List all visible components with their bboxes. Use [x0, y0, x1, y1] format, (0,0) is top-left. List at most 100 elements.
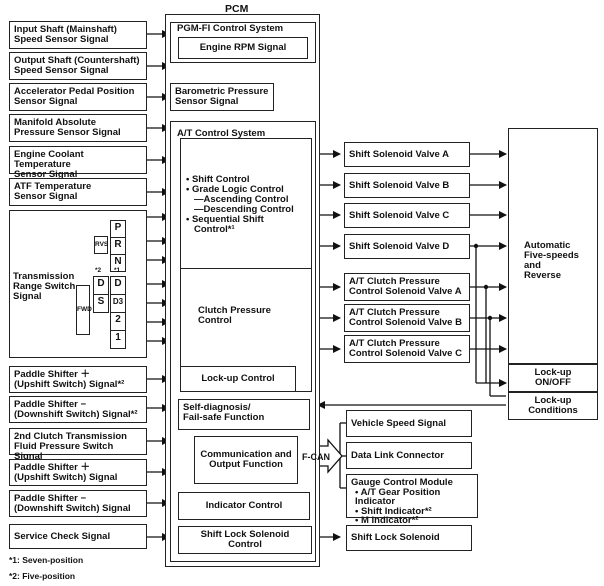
trs-label-line: Transmission [13, 271, 75, 282]
auto-trans-label: Automatic Five-speeds and Reverse [524, 241, 579, 281]
clutch-solenoid-a: A/T Clutch Pressure Control Solenoid Val… [344, 273, 470, 301]
service-check-signal: Service Check Signal [9, 524, 147, 549]
input-label-line1: Accelerator Pedal Position [14, 86, 135, 97]
gauge-control-box: Gauge Control Module • A/T Gear Position… [346, 474, 478, 525]
rvs-switch: RVS [94, 236, 108, 254]
accelerator-pedal-sensor: Accelerator Pedal Position Sensor Signal [9, 83, 147, 111]
engine-rpm-box: Engine RPM Signal [178, 37, 308, 59]
note-mark-2: *2 [95, 267, 102, 274]
comm-line: Communication and [200, 449, 292, 460]
input-shaft-sensor: Input Shaft (Mainshaft) Speed Sensor Sig… [9, 21, 147, 49]
gauge-line: • M Indicator*² [355, 515, 419, 526]
shift-control-outer [180, 138, 312, 392]
pos-d-five: D [93, 276, 109, 295]
output-shaft-sensor: Output Shaft (Countershaft) Speed Sensor… [9, 52, 147, 80]
auto-trans-line: Reverse [524, 270, 561, 281]
gauge-line: Gauge Control Module [351, 477, 453, 488]
baro-box: Barometric Pressure Sensor Signal [170, 83, 274, 111]
comm-line: Output Function [209, 459, 283, 470]
atf-temp-sensor: ATF Temperature Sensor Signal [9, 178, 147, 206]
shift-solenoid-a: Shift Solenoid Valve A [344, 142, 470, 167]
gauge-line: • Shift Indicator*² [355, 505, 432, 517]
input-label-line2: Pressure Sensor Signal [14, 127, 121, 138]
shift-control-item: • Shift Control [186, 174, 250, 185]
auto-trans-box [508, 128, 598, 364]
shift-control-item: • Sequential Shift [186, 214, 264, 225]
input-label-line2: (Upshift Switch) Signal*² [14, 379, 125, 390]
auto-trans-line: and [524, 260, 541, 271]
input-label-line2: Speed Sensor Signal [14, 65, 109, 76]
input-label-line1: Engine Coolant Temperature [14, 149, 84, 170]
footnote-2: *2: Five-position [9, 571, 76, 581]
clutch-pressure-line: Clutch Pressure [198, 305, 271, 316]
input-label-line2: Sensor Signal [14, 191, 78, 202]
input-label-line1: Paddle Shifter ＋ [14, 369, 91, 380]
input-label-line1: Input Shaft (Mainshaft) [14, 24, 117, 35]
input-label-line1: Paddle Shifter ＋ [14, 462, 91, 473]
paddle-down-sw-5pos: Paddle Shifter − (Downshift Switch) Sign… [9, 396, 147, 423]
baro-line: Sensor Signal [175, 96, 239, 107]
vehicle-speed-box: Vehicle Speed Signal [346, 410, 472, 437]
pos-p: P [110, 220, 126, 238]
shift-control-item: —Ascending Control [194, 194, 289, 205]
dlc-box: Data Link Connector [346, 442, 472, 469]
lockup-line: Lock-up [534, 395, 572, 406]
solenoid-line: Control Solenoid Valve C [349, 348, 462, 359]
shift-solenoid-d: Shift Solenoid Valve D [344, 234, 470, 259]
clutch-pressure-switch: 2nd Clutch Transmission Fluid Pressure S… [9, 428, 147, 462]
input-label-line2: Speed Sensor Signal [14, 34, 109, 45]
auto-trans-line: Automatic [524, 240, 571, 251]
solenoid-line: A/T Clutch Pressure [349, 307, 440, 318]
shift-control-item: —Descending Control [194, 204, 294, 215]
pos-n: N [110, 254, 126, 272]
pgm-fi-title: PGM-FI Control System [177, 23, 284, 34]
lockup-onoff-box: Lock-up ON/OFF [508, 364, 598, 392]
lockup-control-box: Lock-up Control [180, 366, 296, 392]
shift-control-item: • Grade Logic Control [186, 184, 284, 195]
comm-output-box: Communication and Output Function [194, 436, 298, 484]
trs-label-line: Range Switch [13, 281, 76, 292]
clutch-solenoid-b: A/T Clutch Pressure Control Solenoid Val… [344, 304, 470, 332]
input-label-line2: Sensor Signal [14, 96, 78, 107]
map-sensor: Manifold Absolute Pressure Sensor Signal [9, 114, 147, 142]
indicator-control-box: Indicator Control [178, 492, 310, 520]
clutch-pressure-line: Control [198, 315, 232, 326]
input-label-line1: Output Shaft (Countershaft) [14, 55, 140, 66]
ect-sensor: Engine Coolant Temperature Sensor Signal [9, 146, 147, 180]
pos-r: R [110, 237, 126, 255]
input-label-line1: Service Check Signal [14, 530, 111, 542]
pos-d: D [110, 276, 126, 295]
input-label-line2: (Downshift Switch) Signal [14, 503, 131, 514]
divider [180, 268, 312, 269]
footnote-1: *1: Seven-position [9, 555, 84, 565]
input-label-line2: (Upshift Switch) Signal [14, 472, 118, 483]
input-label-line2: Fluid Pressure Switch Signal [14, 441, 114, 462]
solenoid-line: A/T Clutch Pressure [349, 338, 440, 349]
self-diag-line: Fail-safe Function [183, 412, 265, 423]
pcm-title: PCM [225, 3, 249, 15]
pos-s: S [93, 294, 109, 313]
shift-lock-solenoid-box: Shift Lock Solenoid [346, 525, 472, 551]
input-label-line1: Paddle Shifter − [14, 493, 87, 504]
pos-1: 1 [110, 330, 126, 349]
input-label-line1: Manifold Absolute [14, 117, 96, 128]
fcan-label: F-CAN [302, 452, 330, 462]
shift-solenoid-b: Shift Solenoid Valve B [344, 173, 470, 198]
lockup-line: Conditions [528, 405, 578, 416]
clutch-pressure-label: Clutch Pressure Control [198, 306, 271, 326]
paddle-down-sw: Paddle Shifter − (Downshift Switch) Sign… [9, 490, 147, 517]
trs-label: Transmission Range Switch Signal [13, 272, 75, 302]
solenoid-line: Control Solenoid Valve B [349, 317, 462, 328]
paddle-up-sw: Paddle Shifter ＋ (Upshift Switch) Signal [9, 459, 147, 486]
solenoid-line: Control Solenoid Valve A [349, 286, 462, 297]
self-diag-line: Self-diagnosis/ [183, 402, 251, 413]
self-diag-box: Self-diagnosis/ Fail-safe Function [178, 399, 310, 430]
lockup-line: Lock-up [534, 367, 572, 378]
solenoid-line: A/T Clutch Pressure [349, 276, 440, 287]
gauge-line: • A/T Gear Position Indicator [355, 486, 441, 507]
paddle-up-sw-5pos: Paddle Shifter ＋ (Upshift Switch) Signal… [9, 366, 147, 393]
pos-d3: D3 [110, 294, 126, 313]
input-label-line1: 2nd Clutch Transmission [14, 431, 127, 442]
lockup-line: ON/OFF [535, 377, 571, 388]
shift-lock-ctrl-line: Control [228, 539, 262, 550]
